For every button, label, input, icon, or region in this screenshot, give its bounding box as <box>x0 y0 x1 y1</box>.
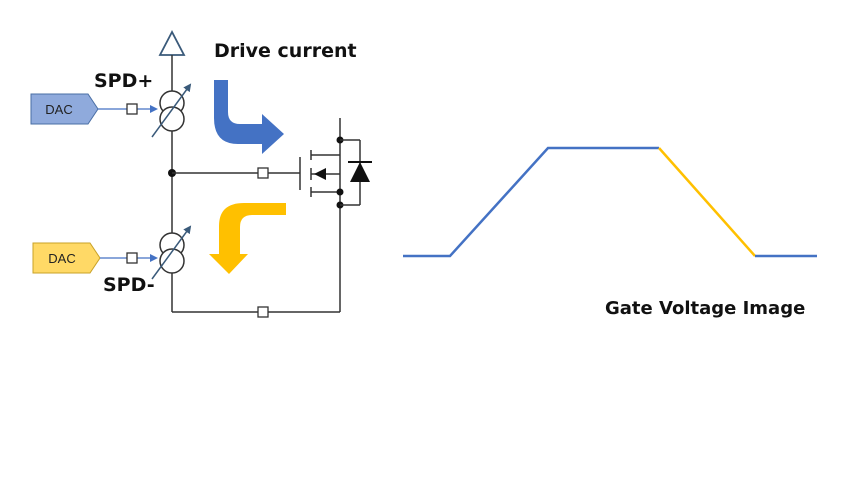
variable-current-source-icon <box>151 83 192 138</box>
variable-current-source-icon <box>151 225 192 280</box>
spd-plus-label: SPD+ <box>94 70 153 92</box>
gate-voltage-image-label: Gate Voltage Image <box>605 298 805 319</box>
source-terminal <box>257 306 269 318</box>
mosfet-icon <box>299 118 344 209</box>
gate-terminal <box>257 167 269 179</box>
supply-triangle-icon <box>158 30 186 56</box>
sink-current-arrow <box>209 203 286 274</box>
spd-minus-label: SPD- <box>103 274 155 296</box>
dac-top-label: DAC <box>45 102 72 117</box>
dac-bottom: DAC <box>32 242 158 274</box>
drive-current-label: Drive current <box>214 40 357 62</box>
dac-top: DAC <box>30 93 158 125</box>
dac-bottom-label: DAC <box>48 251 75 266</box>
source-current-arrow <box>214 80 284 154</box>
gate-voltage-waveform <box>403 146 817 258</box>
body-diode-icon <box>340 139 372 206</box>
